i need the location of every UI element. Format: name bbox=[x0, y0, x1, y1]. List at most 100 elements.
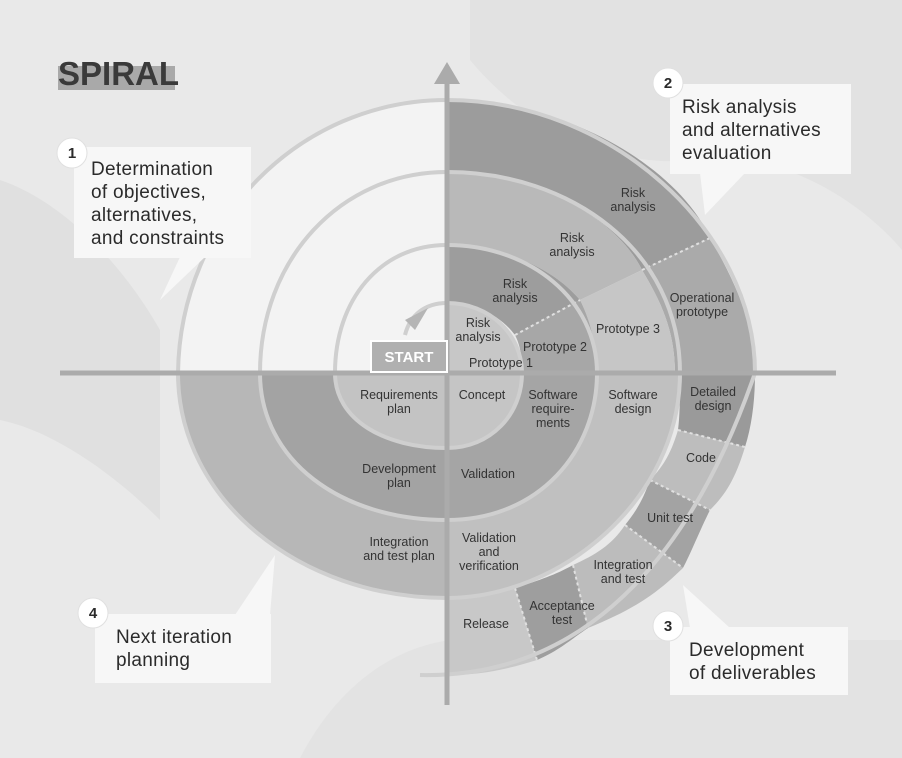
segment-label-line: plan bbox=[387, 402, 411, 416]
callout-4: 4 Next iteration planning bbox=[77, 555, 275, 683]
segment-label-line: Code bbox=[686, 451, 716, 465]
segment-label-line: Risk bbox=[503, 277, 528, 291]
unit-test-segment bbox=[625, 480, 710, 568]
prototype-3-segment bbox=[580, 270, 675, 373]
segment-label-line: analysis bbox=[455, 330, 500, 344]
segment-label-line: Software bbox=[608, 388, 657, 402]
segment-label-line: Acceptance bbox=[529, 599, 594, 613]
segment-label-line: test bbox=[552, 613, 573, 627]
callout-2-line-2: and alternatives bbox=[682, 120, 821, 141]
segment-label-line: Requirements bbox=[360, 388, 438, 402]
segment-label-line: Integration bbox=[369, 535, 428, 549]
start-arrowhead bbox=[405, 308, 428, 330]
segment-label-line: ments bbox=[536, 416, 570, 430]
start-label: START bbox=[385, 349, 434, 366]
software-design-ring bbox=[447, 373, 680, 598]
risk-third-segment bbox=[447, 245, 580, 335]
spiral-path bbox=[175, 97, 758, 678]
operational-prototype-segment bbox=[642, 238, 755, 373]
segment-label-line: Validation bbox=[461, 467, 515, 481]
segment-label-line: and test plan bbox=[363, 549, 435, 563]
segment-label-unit-test: Unit test bbox=[647, 511, 693, 525]
callout-4-line-1: Next iteration bbox=[116, 627, 232, 648]
segment-label-line: Software bbox=[528, 388, 577, 402]
start-label-group: START bbox=[370, 340, 448, 373]
segment-label-code: Code bbox=[686, 451, 716, 465]
segment-label-line: Risk bbox=[466, 316, 491, 330]
callout-3-number: 3 bbox=[664, 618, 672, 635]
segment-label-line: design bbox=[695, 399, 732, 413]
segment-label-line: analysis bbox=[492, 291, 537, 305]
segment-label-line: Unit test bbox=[647, 511, 693, 525]
page-title: SPIRAL bbox=[58, 55, 179, 92]
risk-outer-segment bbox=[447, 100, 710, 270]
callout-3-line-1: Development bbox=[689, 640, 805, 661]
callout-2-line-1: Risk analysis bbox=[682, 97, 797, 118]
segment-label-line: Release bbox=[463, 617, 509, 631]
prototype-2-segment bbox=[515, 300, 597, 373]
segment-label-line: plan bbox=[387, 476, 411, 490]
segment-label-release: Release bbox=[463, 617, 509, 631]
callouts: 1 Determination of objectives, alternati… bbox=[56, 67, 851, 695]
code-segment bbox=[650, 430, 745, 510]
segment-label-line: Risk bbox=[560, 231, 585, 245]
release-segment bbox=[447, 588, 537, 675]
callout-4-line-2: planning bbox=[116, 650, 190, 671]
segment-label-line: require- bbox=[531, 402, 574, 416]
callout-1-line-2: of objectives, bbox=[91, 182, 206, 203]
callout-1-line-3: alternatives, bbox=[91, 205, 197, 226]
callout-1-line-1: Determination bbox=[91, 159, 213, 180]
segment-label-line: Detailed bbox=[690, 385, 736, 399]
segment-label-line: Integration bbox=[593, 558, 652, 572]
title-block: SPIRAL bbox=[58, 55, 179, 92]
segment-label-line: and bbox=[479, 545, 500, 559]
callout-2: 2 Risk analysis and alternatives evaluat… bbox=[652, 67, 851, 215]
quadrant-4-inner-ring bbox=[335, 373, 447, 448]
segment-label-line: Risk bbox=[621, 186, 646, 200]
segment-label-validation: Validation bbox=[461, 467, 515, 481]
callout-2-number: 2 bbox=[664, 75, 672, 92]
callout-1-number: 1 bbox=[68, 145, 76, 162]
callout-3-line-2: of deliverables bbox=[689, 663, 816, 684]
callout-3: 3 Development of deliverables bbox=[652, 585, 848, 695]
segment-label-line: analysis bbox=[549, 245, 594, 259]
segment-label-line: verification bbox=[459, 559, 519, 573]
segment-label-line: Operational bbox=[670, 291, 735, 305]
concept-core bbox=[447, 373, 522, 448]
integration-test-segment bbox=[573, 525, 683, 628]
segment-label-line: design bbox=[615, 402, 652, 416]
software-requirements-ring bbox=[447, 373, 597, 520]
segment-label-prototype-2: Prototype 2 bbox=[523, 340, 587, 354]
segment-label-line: Prototype 3 bbox=[596, 322, 660, 336]
segment-label-line: Prototype 1 bbox=[469, 356, 533, 370]
segment-label-prototype-1: Prototype 1 bbox=[469, 356, 533, 370]
segment-label-line: prototype bbox=[676, 305, 728, 319]
segment-label-line: Validation bbox=[462, 531, 516, 545]
axis-arrow-icon bbox=[434, 62, 460, 84]
title-highlight bbox=[58, 66, 175, 90]
segment-label-concept: Concept bbox=[459, 388, 506, 402]
segment-label-line: analysis bbox=[610, 200, 655, 214]
risk-second-segment bbox=[447, 172, 642, 300]
segment-label-line: Prototype 2 bbox=[523, 340, 587, 354]
dashed-separators bbox=[514, 237, 746, 661]
callout-4-number: 4 bbox=[89, 605, 98, 622]
callout-1-line-4: and constraints bbox=[91, 228, 224, 249]
segment-label-prototype-3: Prototype 3 bbox=[596, 322, 660, 336]
segment-label-line: and test bbox=[601, 572, 646, 586]
inner-core-segment bbox=[447, 303, 522, 373]
